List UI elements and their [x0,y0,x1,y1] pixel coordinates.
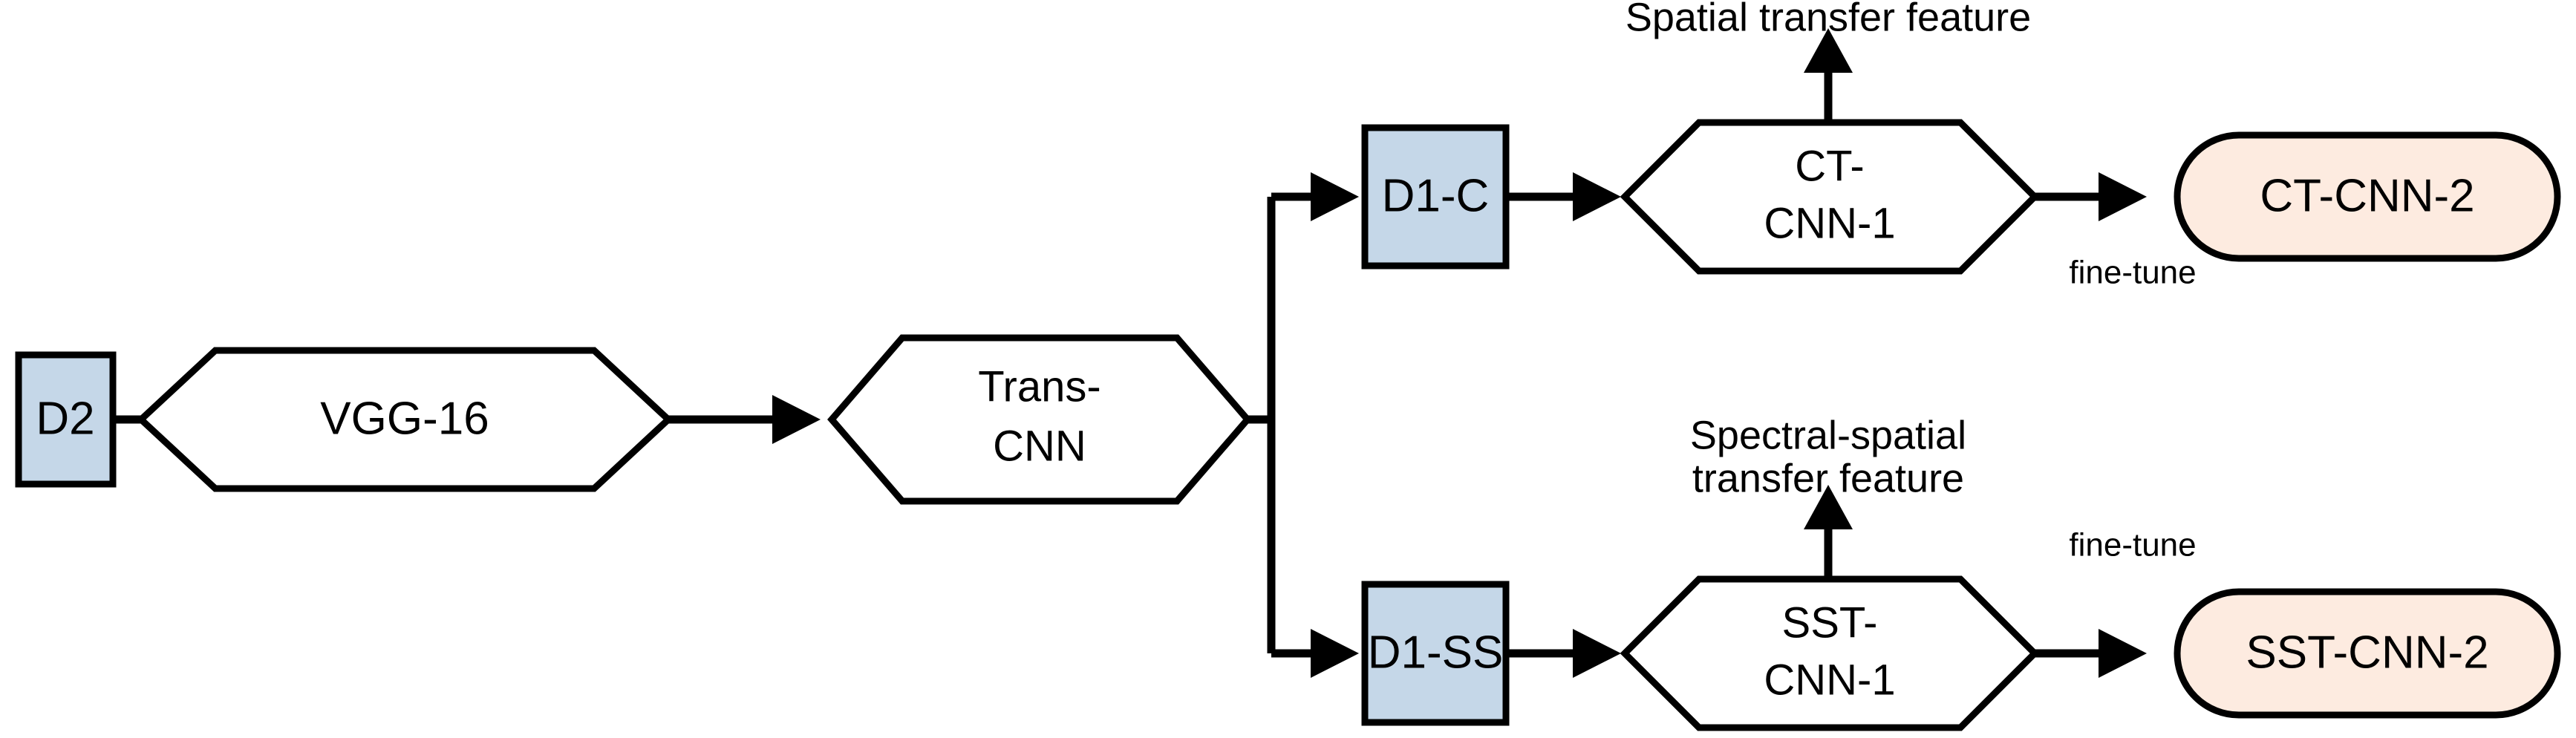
node-sst-cnn-1[interactable]: SST- CNN-1 [1620,575,2040,731]
node-d2[interactable]: D2 [15,351,117,488]
node-d1-ss[interactable]: D1-SS [1361,581,1510,726]
node-ct-cnn-2[interactable]: CT-CNN-2 [2174,131,2561,262]
node-d2-label: D2 [36,393,94,444]
edge-sstcnn1-spectral-spatial-feature [1804,485,1853,579]
node-vgg16-label: VGG-16 [320,393,489,444]
edge-d1ss-to-sstcnn1 [1507,629,1621,678]
node-ct-cnn-2-label: CT-CNN-2 [2260,170,2474,221]
edge-label-fine-tune-top: fine-tune [2069,255,2196,291]
edge-branch-to-d1c [1271,172,1359,221]
annotation-spectral-spatial-transfer-feature-line1: Spectral-spatial [1690,413,1966,457]
edge-ctcnn1-spatial-feature [1804,28,1853,123]
node-sst-cnn-2-label: SST-CNN-2 [2246,627,2488,678]
edge-d1c-to-ctcnn1 [1507,172,1621,221]
annotation-spectral-spatial-transfer-feature-line2: transfer feature [1692,456,1964,500]
node-ct-cnn-1[interactable]: CT- CNN-1 [1620,119,2040,275]
node-vgg16[interactable]: VGG-16 [136,347,674,492]
node-d1-ss-label: D1-SS [1368,627,1504,678]
edge-label-fine-tune-bottom: fine-tune [2069,527,2196,564]
node-trans-cnn[interactable]: Trans- CNN [827,334,1252,505]
edge-branch-to-d1ss [1271,629,1359,678]
node-d1-c-label: D1-C [1382,170,1490,221]
node-sst-cnn-2[interactable]: SST-CNN-2 [2174,588,2561,719]
node-d1-c[interactable]: D1-C [1361,124,1510,270]
node-sst-cnn-1-label-line2: CNN-1 [1764,656,1895,704]
node-trans-cnn-label-line2: CNN [993,422,1086,470]
annotation-spatial-transfer-feature: Spatial transfer feature [1626,0,2031,39]
node-sst-cnn-1-label-line1: SST- [1782,598,1878,647]
node-ct-cnn-1-label-line2: CNN-1 [1764,199,1895,247]
node-ct-cnn-1-label-line1: CT- [1795,142,1864,190]
node-trans-cnn-label-line1: Trans- [978,362,1100,411]
